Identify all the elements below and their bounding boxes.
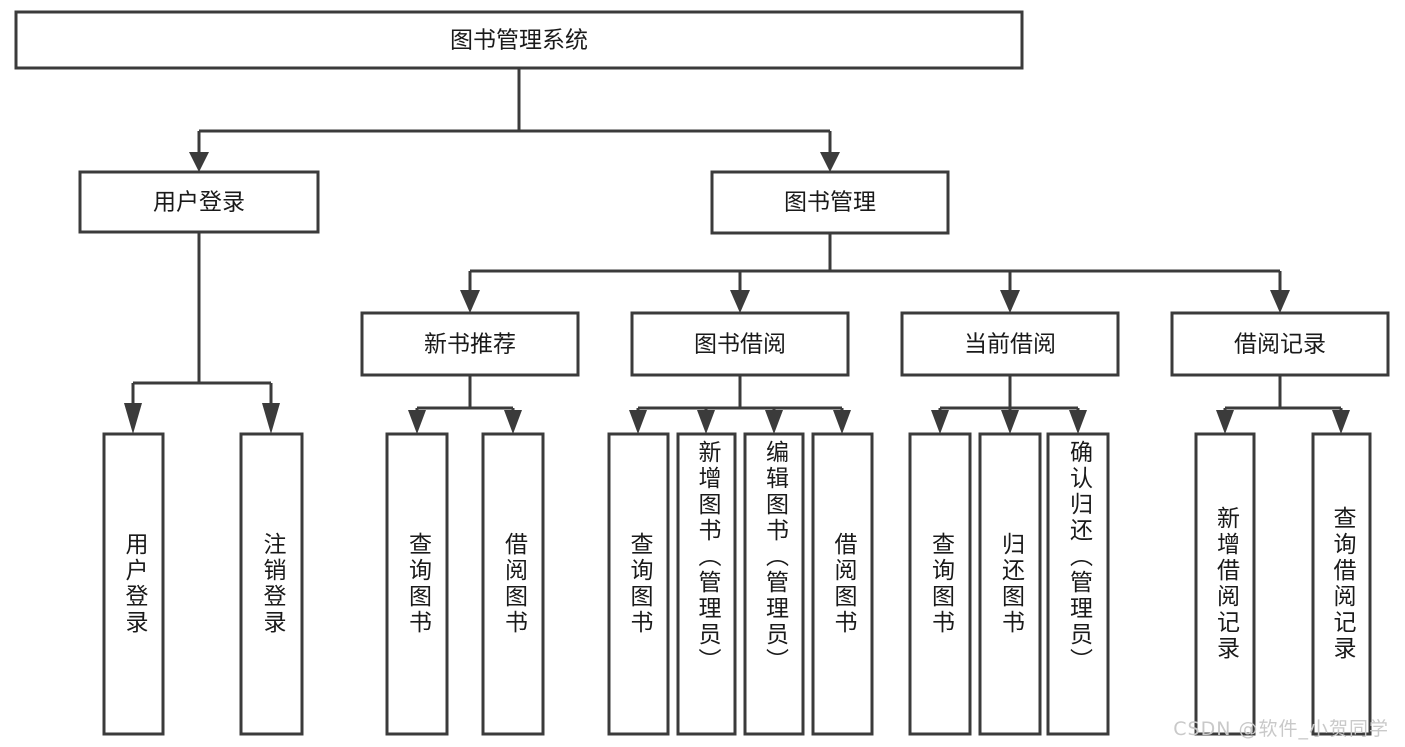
node-new-book-recommend-box[interactable] (360, 311, 580, 377)
node-borrow-record[interactable]: 借阅记录 (1170, 311, 1390, 377)
node-leaf-query-book-2-box[interactable] (607, 432, 670, 736)
node-current-borrow[interactable]: 当前借阅 (900, 311, 1120, 377)
arrow-head-leaf-return-book (1001, 410, 1019, 434)
node-leaf-query-book-1-box[interactable] (385, 432, 449, 736)
arrow-head-current-borrow (1000, 290, 1020, 313)
arrow-head-user-login (189, 152, 209, 172)
node-book-borrow[interactable]: 图书借阅 (630, 311, 850, 377)
arrow-head-leaf-borrow-book-2 (833, 410, 851, 434)
edge-group-new-book-recommend (408, 375, 522, 434)
node-borrow-record-label: 借阅记录 (1234, 332, 1326, 358)
node-leaf-confirm-return-box[interactable] (1046, 432, 1110, 736)
arrow-head-leaf-query-record (1332, 410, 1350, 434)
edge-group-borrow-record (1216, 375, 1350, 434)
node-leaf-borrow-book-2-box[interactable] (811, 432, 874, 736)
node-root[interactable]: 图书管理系统 (14, 10, 1024, 70)
arrow-head-leaf-edit-book (765, 410, 783, 434)
node-leaf-add-record-box[interactable] (1194, 432, 1256, 736)
arrow-head-leaf-add-record (1216, 410, 1234, 434)
edge-group-user-login (124, 232, 280, 434)
node-leaf-borrow-book-1-box[interactable] (481, 432, 545, 736)
node-borrow-record-box[interactable] (1170, 311, 1390, 377)
node-user-login-box[interactable] (78, 170, 320, 234)
node-book-borrow-label: 图书借阅 (694, 332, 786, 358)
node-root-box[interactable] (14, 10, 1024, 70)
arrow-head-leaf-query-book-2 (629, 410, 647, 434)
leaf-box-group (102, 432, 1372, 736)
arrow-head-leaf-confirm-return (1069, 410, 1087, 434)
node-book-management-box[interactable] (710, 170, 950, 235)
edge-group-book-management (460, 233, 1290, 313)
arrow-head-leaf-user-login (124, 403, 142, 434)
node-current-borrow-label: 当前借阅 (964, 332, 1056, 358)
edge-group-current-borrow (931, 375, 1087, 434)
node-book-management[interactable]: 图书管理 (710, 170, 950, 235)
edge-group-book-borrow (629, 375, 851, 434)
arrow-head-book-borrow (730, 290, 750, 313)
node-leaf-add-book-box[interactable] (676, 432, 737, 736)
node-leaf-user-logout-box[interactable] (239, 432, 304, 736)
csdn-watermark: CSDN @软件_小贺同学 (1173, 718, 1389, 740)
node-user-login-label: 用户登录 (153, 190, 245, 216)
node-leaf-return-book-box[interactable] (978, 432, 1042, 736)
node-book-borrow-box[interactable] (630, 311, 850, 377)
arrow-head-leaf-add-book (697, 410, 715, 434)
arrow-head-book-management (820, 152, 840, 172)
node-leaf-query-book-3-box[interactable] (908, 432, 972, 736)
edge-group-root (189, 68, 840, 172)
node-leaf-edit-book-box[interactable] (743, 432, 805, 736)
node-book-management-label: 图书管理 (784, 190, 876, 216)
node-new-book-recommend[interactable]: 新书推荐 (360, 311, 580, 377)
arrow-head-borrow-record (1270, 290, 1290, 313)
arrow-head-new-book-recommend (460, 290, 480, 313)
arrow-head-leaf-query-book-3 (931, 410, 949, 434)
arrow-head-leaf-user-logout (262, 403, 280, 434)
node-current-borrow-box[interactable] (900, 311, 1120, 377)
node-leaf-query-record-box[interactable] (1311, 432, 1372, 736)
arrow-head-leaf-borrow-book-1 (504, 410, 522, 434)
node-user-login[interactable]: 用户登录 (78, 170, 320, 234)
node-new-book-recommend-label: 新书推荐 (424, 332, 516, 358)
node-root-label: 图书管理系统 (450, 28, 588, 54)
arrow-head-leaf-query-book-1 (408, 410, 426, 434)
node-leaf-user-login-box[interactable] (102, 432, 165, 736)
